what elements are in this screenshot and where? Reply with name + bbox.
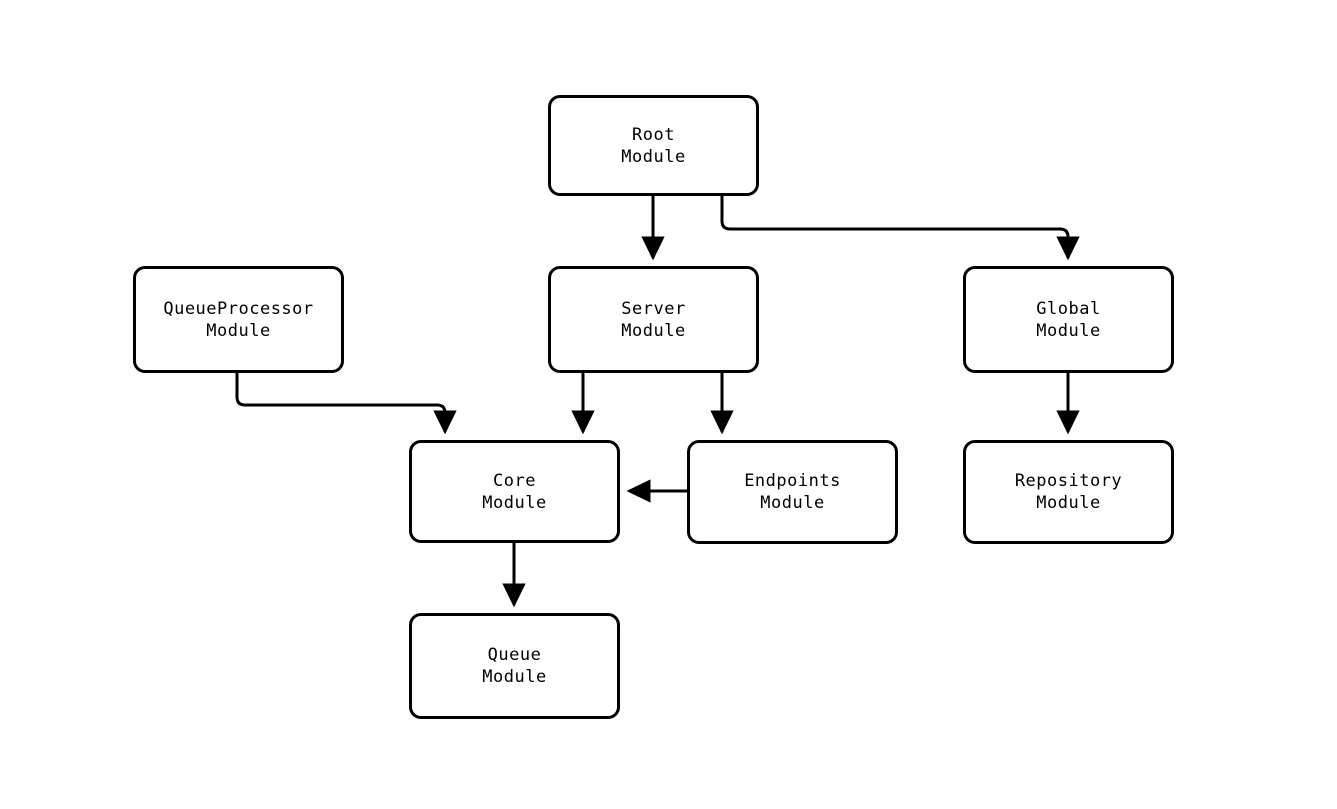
node-queueprocessor-label-line1: QueueProcessor bbox=[163, 298, 314, 319]
node-endpoints-label-line1: Endpoints bbox=[744, 471, 841, 491]
node-repository-label-line2: Module bbox=[1036, 493, 1101, 513]
node-root-label-line1: Root bbox=[632, 124, 675, 145]
node-queue-label-line1: Queue bbox=[487, 645, 542, 665]
node-core-label-line1: Core bbox=[493, 470, 536, 491]
node-root-label-line2: Module bbox=[621, 146, 686, 167]
node-core-label-line2: Module bbox=[482, 492, 547, 513]
node-global-label-line2: Module bbox=[1036, 320, 1101, 341]
node-global-label-line1: Global bbox=[1036, 298, 1101, 319]
node-endpoints-label-line2: Module bbox=[760, 493, 825, 513]
node-queueprocessor-label-line2: Module bbox=[206, 320, 271, 341]
edge-queueprocessor-to-core bbox=[235, 373, 457, 435]
edge-root-to-global bbox=[720, 196, 1080, 261]
node-queue-label-line2: Module bbox=[482, 667, 547, 687]
node-server-label-line2: Module bbox=[621, 320, 686, 341]
node-server-label-line1: Server bbox=[621, 298, 686, 319]
node-repository-label-line1: Repository bbox=[1014, 471, 1123, 491]
